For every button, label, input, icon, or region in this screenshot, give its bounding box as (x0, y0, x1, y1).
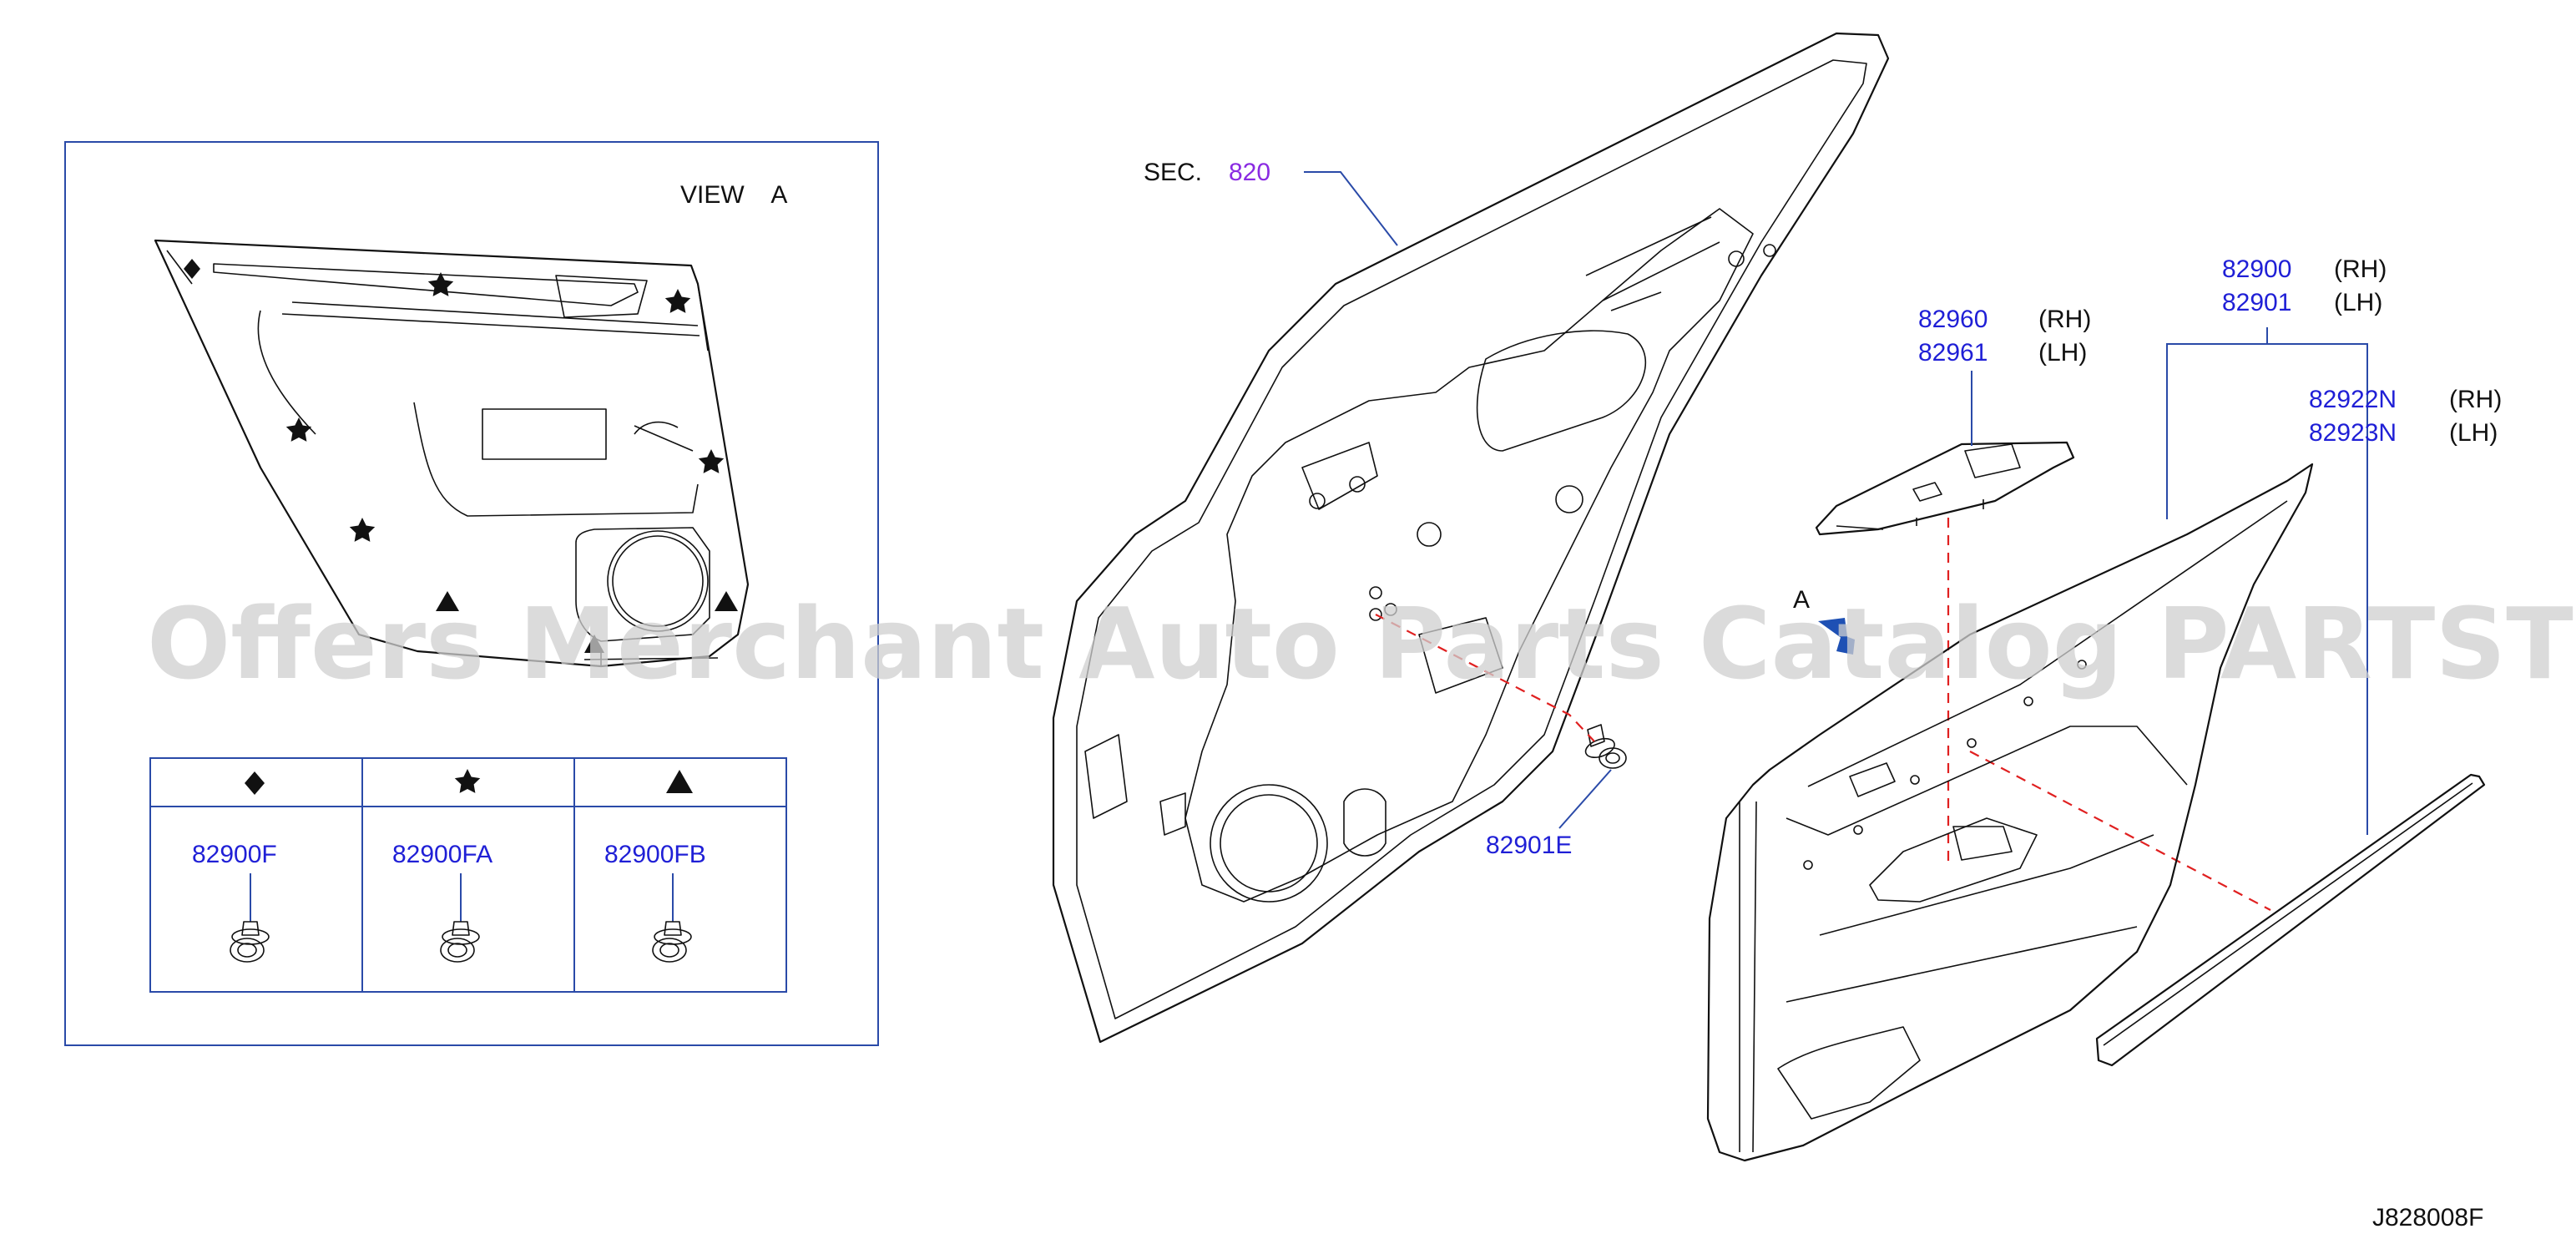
part-82961-side: (LH) (2038, 339, 2087, 367)
weatherstrip-drawing (2095, 773, 2486, 1067)
clip-82901E-icon (1584, 724, 1627, 769)
triangle-clip-marker (715, 591, 738, 611)
view-a-arrow-tip (1836, 635, 1855, 655)
part-82901-label[interactable]: 82901 (2222, 289, 2291, 316)
part-82900FB-label[interactable]: 82900FB (604, 841, 706, 868)
view-a-direction-arrow (1818, 618, 1848, 643)
part-82900-label[interactable]: 82900 (2222, 255, 2291, 283)
view-a-clip-markers (184, 259, 738, 653)
legend-triangle-symbol (666, 770, 693, 793)
part-82923N-label[interactable]: 82923N (2309, 419, 2397, 447)
star-clip-marker (698, 449, 725, 473)
part-82960-side: (RH) (2038, 306, 2091, 333)
view-a-frame (64, 141, 879, 1046)
legend-diamond-symbol (245, 771, 265, 795)
section-leader-line (1304, 171, 1398, 246)
part-82900FA-label[interactable]: 82900FA (392, 841, 492, 868)
diagram-code: J828008F (2372, 1204, 2483, 1231)
star-clip-marker (349, 518, 376, 542)
view-a-panel-drawing (154, 239, 750, 668)
door-inner-panel-drawing (1052, 32, 1890, 1044)
part-82922N-side: (RH) (2449, 386, 2502, 413)
part-82923N-side: (LH) (2449, 419, 2498, 447)
part-82901-side: (LH) (2334, 289, 2382, 316)
view-a-marker-label: A (1793, 586, 1810, 614)
clip-assembly-dashed-line (1375, 614, 1595, 742)
switch-finisher-drawing (1815, 441, 2075, 536)
section-820-link[interactable]: 820 (1229, 159, 1270, 186)
star-clip-marker (664, 289, 691, 313)
star-clip-marker (427, 272, 454, 296)
part-82900F-label[interactable]: 82900F (192, 841, 277, 868)
clip-82900FA-icon (440, 921, 480, 963)
part-82961-label[interactable]: 82961 (1918, 339, 1988, 367)
clip-leader-line (1558, 769, 1612, 829)
part-82922N-label[interactable]: 82922N (2309, 386, 2397, 413)
view-a-inset: VIEW A (64, 141, 879, 1046)
section-label-prefix: SEC. (1144, 159, 1202, 186)
clip-82900FB-icon (652, 921, 692, 963)
triangle-clip-marker (584, 635, 604, 653)
strip-assembly-dashed-line (1969, 751, 2271, 911)
view-a-title: VIEW A (680, 181, 787, 209)
part-82900-side: (RH) (2334, 255, 2387, 283)
part-82960-label[interactable]: 82960 (1918, 306, 1988, 333)
view-a-legend-table: 82900F 82900FA 82900FB (149, 757, 787, 993)
door-trim-panel-drawing (1706, 463, 2314, 1162)
triangle-clip-marker (436, 591, 459, 611)
diamond-clip-marker (184, 259, 200, 279)
legend-star-symbol (454, 769, 481, 793)
part-82901E-label[interactable]: 82901E (1486, 832, 1572, 859)
clip-82900F-icon (230, 921, 270, 963)
watermark-text: Offers Merchant Auto Parts Catalog PARTS… (147, 586, 2576, 701)
star-clip-marker (285, 417, 312, 442)
